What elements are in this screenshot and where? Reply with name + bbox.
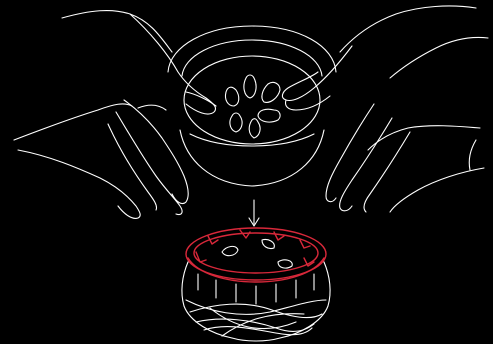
petal-hole: [225, 87, 238, 106]
petal-hole: [258, 109, 280, 122]
base-hole: [262, 239, 274, 248]
ring-tab: [274, 232, 284, 240]
ring-lower-lip: [188, 258, 324, 282]
seal-ring-highlighted: [186, 228, 326, 282]
left-finger-4: [108, 124, 157, 210]
right-thumb-tip: [285, 96, 330, 110]
left-finger-3: [116, 112, 182, 215]
base-teeth: [198, 274, 314, 304]
right-wrist: [469, 140, 476, 170]
down-arrow-icon: [249, 200, 259, 226]
petal-hole: [244, 75, 256, 98]
insert-petal-holes: [225, 75, 280, 138]
top-insert: [168, 26, 336, 186]
ring-tabs: [196, 230, 314, 266]
right-forearm-upper: [390, 37, 488, 78]
left-knuckle: [138, 105, 166, 110]
right-forearm-top: [340, 6, 476, 52]
insert-dome-outline: [168, 26, 336, 72]
base-hole: [278, 260, 292, 268]
petal-hole: [262, 82, 280, 102]
left-finger-2: [124, 100, 188, 204]
left-finger-upper: [186, 92, 216, 106]
right-thumb: [282, 46, 352, 101]
left-fingers-under: [18, 150, 140, 218]
right-finger-3: [340, 118, 392, 211]
bottom-shell: [182, 239, 330, 341]
weave-line: [210, 308, 296, 329]
insert-dome-inner: [182, 40, 322, 76]
weave-line: [190, 304, 322, 317]
insert-face: [184, 56, 320, 144]
left-palm: [14, 104, 132, 140]
base-weave: [186, 300, 326, 336]
base-shell-bottom: [232, 338, 280, 341]
hands-illustration: [14, 6, 488, 218]
petal-hole: [230, 113, 242, 132]
ring-inner: [194, 233, 318, 273]
right-finger-2: [326, 104, 374, 202]
petal-hole: [249, 119, 260, 138]
weave-line: [222, 314, 304, 336]
ring-outer: [186, 228, 326, 280]
left-thumb: [130, 14, 216, 114]
left-forearm-top: [62, 11, 172, 52]
base-hole: [222, 246, 238, 255]
right-hand-lower: [390, 168, 484, 212]
